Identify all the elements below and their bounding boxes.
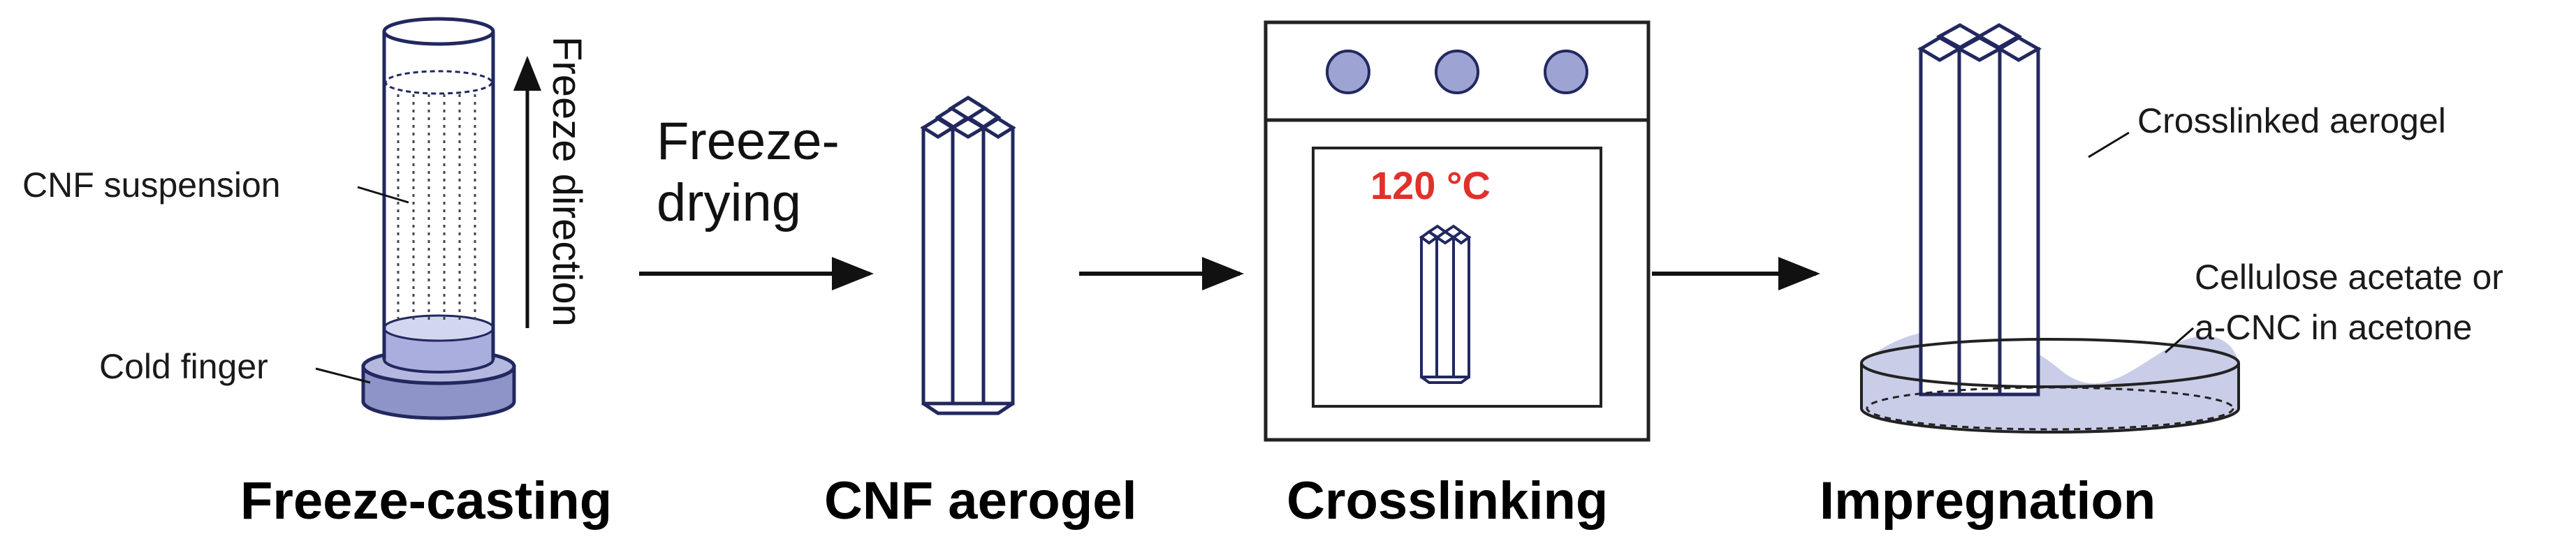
step-label-crosslinking: Crosslinking [1287,471,1609,531]
impregnation-setup [1860,23,2240,434]
freeze-direction-label: Freeze direction [544,36,590,327]
crosslinked-aerogel-bundle [1917,23,2042,397]
oven-knob-middle [1435,50,1479,94]
cnf-suspension-label: CNF suspension [22,165,281,205]
crosslinked-aerogel-label: Crosslinked aerogel [2137,101,2446,140]
step-label-freeze-casting: Freeze-casting [240,471,613,531]
crosslinking-oven [1264,20,1651,442]
freeze-drying-label-line1: Freeze- [657,112,840,171]
impregnation-solution-label-line2: a-CNC in acetone [2195,308,2473,347]
oven-temperature-label: 120 °C [1370,163,1491,207]
cnf-aerogel-bundle [920,96,1016,415]
freeze-casting-apparatus [315,17,541,420]
freeze-drying-label-line2: drying [657,173,801,232]
oven-knob-left [1326,50,1370,94]
step-label-impregnation: Impregnation [1820,471,2156,531]
oven-knob-right [1544,50,1588,94]
step-label-cnf-aerogel: CNF aerogel [824,471,1137,531]
cnf-suspension-cylinder [382,17,495,360]
cold-finger-label: Cold finger [99,347,268,386]
impregnation-solution-label-line1: Cellulose acetate or [2195,258,2503,297]
